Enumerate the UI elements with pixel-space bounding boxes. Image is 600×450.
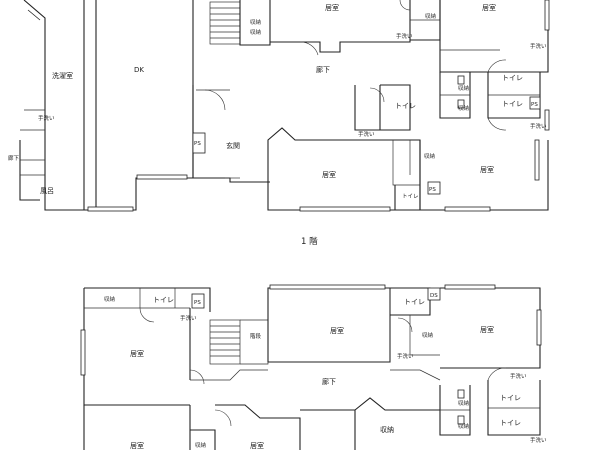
room-label: 手洗い xyxy=(530,436,547,444)
room-label: トイレ xyxy=(500,419,521,427)
room-label: 居室 xyxy=(130,441,144,450)
room-label: PS xyxy=(194,141,201,147)
floor1-right-cluster xyxy=(439,59,550,131)
room-label: 収納 xyxy=(458,399,470,407)
room-label: 居室 xyxy=(480,165,494,174)
room-label: 収納 xyxy=(104,295,116,303)
floor2-stairs xyxy=(209,319,269,365)
room-label: トイレ xyxy=(502,100,523,108)
room-label: 居室 xyxy=(325,3,339,12)
room-label: 廊下 xyxy=(316,65,330,74)
room-label: 手洗い xyxy=(358,130,375,138)
room-label: 手洗い xyxy=(180,314,197,322)
room-label: DK xyxy=(134,66,144,74)
room-label: 収納 xyxy=(458,84,470,92)
floor1-stairs xyxy=(209,1,241,45)
room-label: 洗濯室 xyxy=(52,71,73,80)
floor2-plan: 収納 トイレ PS 手洗い 居室 階段 居室 トイレ DS 収納 手洗い 居室 … xyxy=(80,284,547,450)
room-label: トイレ xyxy=(404,298,425,306)
room-label: 居室 xyxy=(480,325,494,334)
room-label: 収納 xyxy=(425,12,437,20)
room-label: トイレ xyxy=(502,74,523,82)
room-label: PS xyxy=(429,187,436,193)
room-label: 収納 xyxy=(195,441,207,449)
room-label: 収納 xyxy=(458,422,470,430)
room-label: 廊下 xyxy=(322,377,336,386)
room-label: 収納 xyxy=(458,104,470,112)
room-label: 収納 xyxy=(250,18,262,26)
room-label: トイレ xyxy=(402,194,419,200)
room-label: 手洗い xyxy=(397,352,414,360)
room-label: PS xyxy=(194,300,201,306)
room-label: 収納 xyxy=(422,331,434,339)
room-label: 居室 xyxy=(130,349,144,358)
room-label: 居室 xyxy=(322,170,336,179)
room-label: 手洗い xyxy=(510,372,527,380)
room-label: 居室 xyxy=(330,326,344,335)
room-label: 階段 xyxy=(250,332,262,340)
room-label: 手洗い xyxy=(530,122,547,130)
room-label: 収納 xyxy=(250,28,262,36)
room-label: DS xyxy=(430,293,438,299)
room-label: 風呂 xyxy=(40,187,54,195)
room-label: トイレ xyxy=(500,394,521,402)
floor1-plan: 洗濯室 DK 居室 収納 収納 居室 収納 手洗い 手洗い トイレ 収納 トイレ… xyxy=(8,0,550,247)
room-label: 手洗い xyxy=(530,42,547,50)
room-label: 収納 xyxy=(380,425,394,434)
room-label: 玄関 xyxy=(226,141,240,150)
room-label: 居室 xyxy=(482,3,496,12)
room-label: PS xyxy=(531,102,538,108)
floor1-caption: 1 階 xyxy=(301,236,318,247)
room-label: トイレ xyxy=(153,296,174,304)
room-label: 手洗い xyxy=(396,32,413,40)
room-label: トイレ xyxy=(395,102,416,110)
room-label: 廊下 xyxy=(8,154,20,162)
room-label: 収納 xyxy=(424,152,436,160)
room-label: 手洗い xyxy=(38,114,55,122)
room-label: 居室 xyxy=(250,441,264,450)
